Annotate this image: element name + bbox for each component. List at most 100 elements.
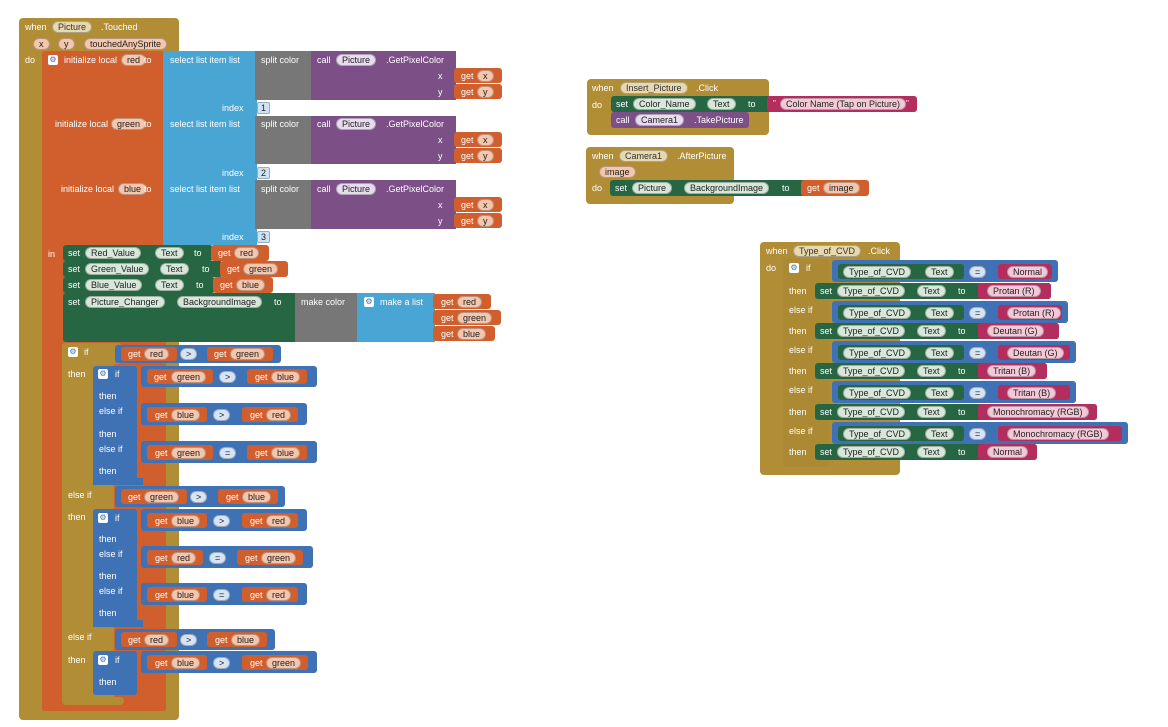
component-dropdown-type-of-cvd[interactable]: Type_of_CVD xyxy=(837,406,906,418)
get-pixel-color-call-block[interactable] xyxy=(311,116,456,164)
var-blue[interactable]: blue xyxy=(171,515,201,527)
operator-dropdown[interactable]: > xyxy=(180,634,198,646)
var-y[interactable]: y xyxy=(477,215,494,227)
component-dropdown-type-of-cvd[interactable]: Type_of_CVD xyxy=(793,245,862,257)
index-number[interactable]: 2 xyxy=(257,167,271,179)
mutator-gear-icon[interactable]: ⚙ xyxy=(789,263,799,273)
var-blue[interactable]: blue xyxy=(457,328,487,340)
var-blue[interactable]: blue xyxy=(242,491,272,503)
var-red[interactable]: red xyxy=(234,247,260,259)
component-dropdown-type-of-cvd[interactable]: Type_of_CVD xyxy=(837,446,906,458)
var-x[interactable]: x xyxy=(477,134,494,146)
nested-if-block[interactable] xyxy=(93,366,137,484)
property-dropdown-text[interactable]: Text xyxy=(925,307,954,319)
component-dropdown-type-of-cvd[interactable]: Type_of_CVD xyxy=(843,387,912,399)
var-blue[interactable]: blue xyxy=(236,279,266,291)
operator-dropdown[interactable]: = xyxy=(969,347,987,359)
component-dropdown-type-of-cvd[interactable]: Type_of_CVD xyxy=(837,325,906,337)
operator-dropdown[interactable]: = xyxy=(969,266,987,278)
var-blue[interactable]: blue xyxy=(171,589,201,601)
component-dropdown-type-of-cvd[interactable]: Type_of_CVD xyxy=(843,347,912,359)
var-red[interactable]: red xyxy=(266,515,292,527)
var-red[interactable]: red xyxy=(144,348,170,360)
result-text-value[interactable]: Monochromacy (RGB) xyxy=(987,406,1089,418)
property-dropdown-text[interactable]: Text xyxy=(707,98,736,110)
var-green[interactable]: green xyxy=(144,491,180,503)
var-blue[interactable]: blue xyxy=(171,409,201,421)
index-number[interactable]: 3 xyxy=(257,231,271,243)
operator-dropdown[interactable]: > xyxy=(213,515,231,527)
result-text-value[interactable]: Tritan (B) xyxy=(987,365,1037,377)
var-blue[interactable]: blue xyxy=(231,634,261,646)
operator-dropdown[interactable]: > xyxy=(180,348,198,360)
component-dropdown-type-of-cvd[interactable]: Type_of_CVD xyxy=(843,428,912,440)
mutator-gear-icon[interactable]: ⚙ xyxy=(68,347,78,357)
split-color-block[interactable] xyxy=(255,180,313,229)
operator-dropdown[interactable]: > xyxy=(190,491,208,503)
operator-dropdown[interactable]: = xyxy=(969,428,987,440)
var-green[interactable]: green xyxy=(171,371,207,383)
component-dropdown-picture[interactable]: Picture xyxy=(336,54,377,66)
var-y[interactable]: y xyxy=(477,150,494,162)
property-dropdown-text[interactable]: Text xyxy=(155,279,184,291)
var-red[interactable]: red xyxy=(457,296,483,308)
nested-if-block[interactable] xyxy=(93,509,137,627)
param-y[interactable]: y xyxy=(58,38,75,50)
component-dropdown-type-of-cvd[interactable]: Type_of_CVD xyxy=(837,365,906,377)
component-dropdown-color-name[interactable]: Color_Name xyxy=(633,98,696,110)
get-pixel-color-call-block[interactable] xyxy=(311,180,456,229)
split-color-block[interactable] xyxy=(255,51,313,100)
param-image[interactable]: image xyxy=(599,166,636,178)
var-x[interactable]: x xyxy=(477,199,494,211)
param-touched-any-sprite[interactable]: touchedAnySprite xyxy=(84,38,168,50)
condition-text-value[interactable]: Normal xyxy=(1007,266,1049,278)
mutator-gear-icon[interactable]: ⚙ xyxy=(98,655,108,665)
operator-dropdown[interactable]: = xyxy=(209,552,227,564)
property-dropdown-background-image[interactable]: BackgroundImage xyxy=(177,296,263,308)
mutator-gear-icon[interactable]: ⚙ xyxy=(98,513,108,523)
split-color-block[interactable] xyxy=(255,116,313,164)
param-x[interactable]: x xyxy=(33,38,50,50)
property-dropdown-text[interactable]: Text xyxy=(917,325,946,337)
result-text-value[interactable]: Normal xyxy=(987,446,1029,458)
mutator-gear-icon[interactable]: ⚙ xyxy=(98,369,108,379)
property-dropdown-text[interactable]: Text xyxy=(925,266,954,278)
component-dropdown-type-of-cvd[interactable]: Type_of_CVD xyxy=(837,285,906,297)
operator-dropdown[interactable]: = xyxy=(213,589,231,601)
condition-text-value[interactable]: Deutan (G) xyxy=(1007,347,1064,359)
select-list-item-block[interactable] xyxy=(163,51,257,117)
mutator-gear-icon[interactable]: ⚙ xyxy=(48,55,58,65)
property-dropdown-text[interactable]: Text xyxy=(917,365,946,377)
var-green[interactable]: green xyxy=(457,312,493,324)
property-dropdown-text[interactable]: Text xyxy=(917,406,946,418)
operator-dropdown[interactable]: = xyxy=(219,447,237,459)
var-blue[interactable]: blue xyxy=(271,447,301,459)
component-dropdown-insert-picture[interactable]: Insert_Picture xyxy=(620,82,688,94)
property-dropdown-text[interactable]: Text xyxy=(925,428,954,440)
select-list-item-block[interactable] xyxy=(163,180,257,245)
result-text-value[interactable]: Protan (R) xyxy=(987,285,1041,297)
component-dropdown-picture[interactable]: Picture xyxy=(632,182,673,194)
make-color-block[interactable] xyxy=(295,293,359,342)
component-dropdown-type-of-cvd[interactable]: Type_of_CVD xyxy=(843,266,912,278)
var-green[interactable]: green xyxy=(230,348,266,360)
result-text-value[interactable]: Deutan (G) xyxy=(987,325,1044,337)
index-number[interactable]: 1 xyxy=(257,102,271,114)
local-name-blue[interactable]: blue xyxy=(118,183,148,195)
var-green[interactable]: green xyxy=(171,447,207,459)
component-dropdown-green-value[interactable]: Green_Value xyxy=(85,263,150,275)
var-green[interactable]: green xyxy=(266,657,302,669)
if-block-bottom[interactable] xyxy=(62,697,124,705)
var-y[interactable]: y xyxy=(477,86,494,98)
component-dropdown-blue-value[interactable]: Blue_Value xyxy=(85,279,143,291)
component-dropdown-camera[interactable]: Camera1 xyxy=(619,150,669,162)
component-dropdown-red-value[interactable]: Red_Value xyxy=(85,247,141,259)
get-pixel-color-call-block[interactable] xyxy=(311,51,456,100)
condition-text-value[interactable]: Tritan (B) xyxy=(1007,387,1057,399)
operator-dropdown[interactable]: > xyxy=(213,657,231,669)
condition-text-value[interactable]: Monochromacy (RGB) xyxy=(1007,428,1109,440)
component-dropdown-camera[interactable]: Camera1 xyxy=(635,114,685,126)
local-name-green[interactable]: green xyxy=(111,118,147,130)
var-blue[interactable]: blue xyxy=(271,371,301,383)
property-dropdown-text[interactable]: Text xyxy=(925,347,954,359)
